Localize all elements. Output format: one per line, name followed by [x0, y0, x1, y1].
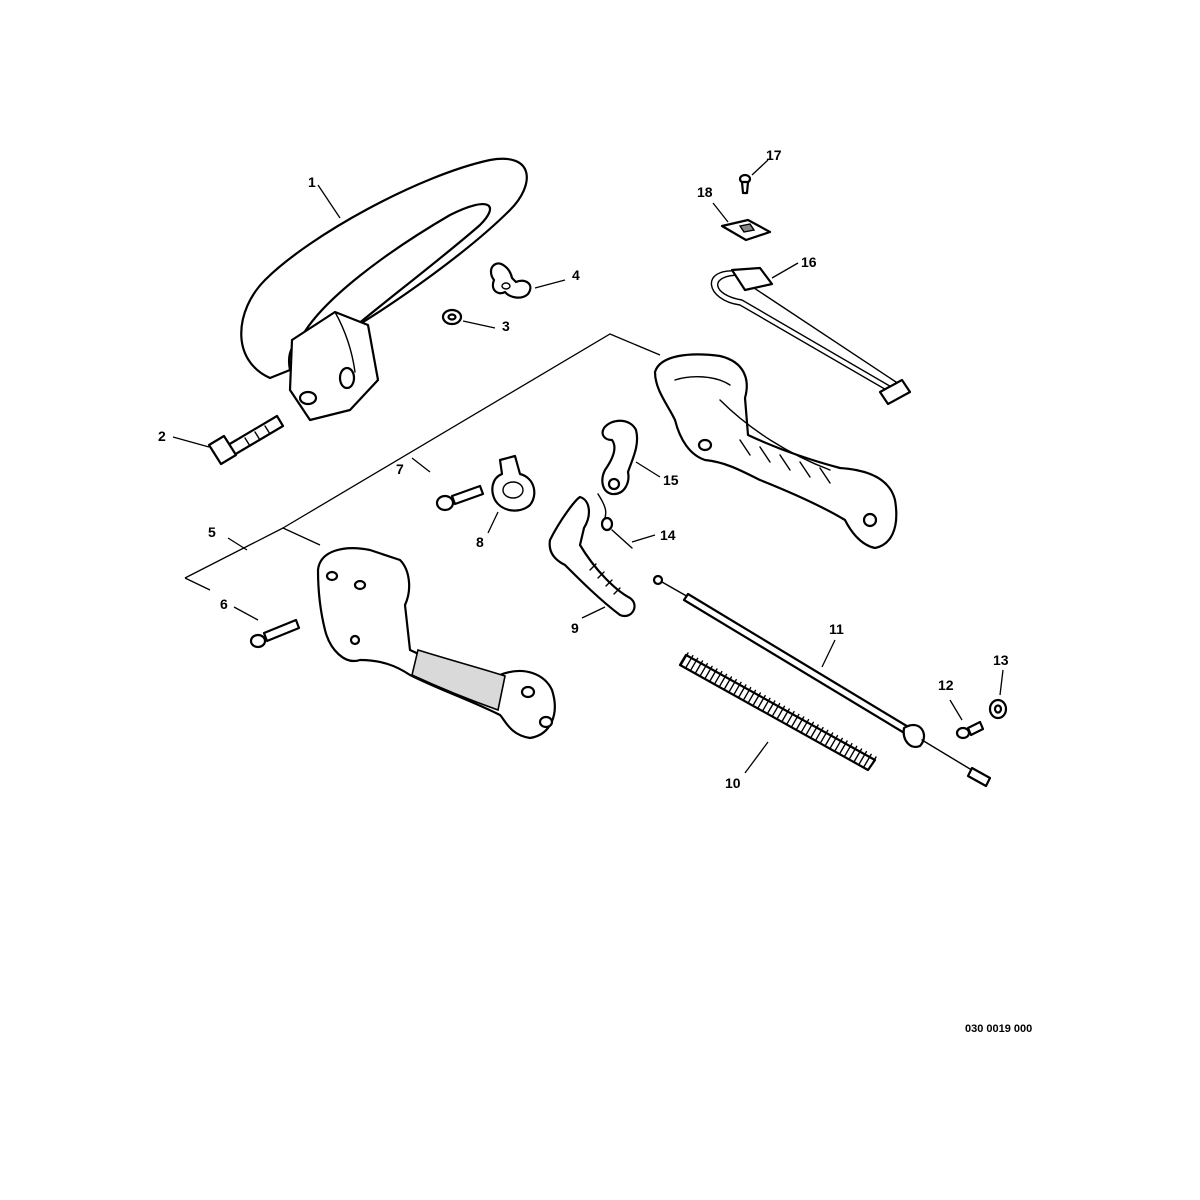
callout-2: 2 [158, 428, 166, 444]
callout-6: 6 [220, 596, 228, 612]
long-screw-illustration [249, 618, 301, 649]
hose-coil-rib [820, 729, 829, 744]
hose-coil-rib [685, 654, 694, 669]
loop-handle-illustration [240, 157, 528, 422]
hose-coil-rib [810, 724, 819, 738]
hose-coil-rib [767, 700, 776, 714]
hose-coil-rib [868, 756, 877, 770]
hose-coil-rib [786, 710, 795, 725]
washer-illustration [441, 308, 463, 326]
callout-5: 5 [208, 524, 216, 540]
hose-coil-rib [714, 670, 723, 685]
hose-coil-rib [781, 708, 790, 722]
callout-labels: 1 2 3 4 5 6 7 8 9 10 11 12 13 14 15 16 1… [158, 147, 1009, 791]
hose-coil-rib [733, 681, 742, 696]
callout-3: 3 [502, 318, 510, 334]
hose-coil-rib [694, 660, 704, 674]
callout-13: 13 [993, 652, 1009, 668]
hose-coil-rib [718, 673, 728, 688]
hose-coil-rib [747, 689, 757, 704]
callout-12: 12 [938, 677, 954, 693]
hose-coil-rib [680, 652, 689, 666]
hose-coil-rib [752, 692, 762, 706]
callout-8: 8 [476, 534, 484, 550]
hose-coil-rib [728, 678, 737, 693]
hose-coil-rib [839, 740, 848, 754]
hose-coil-rib [834, 737, 843, 752]
hose-coil-rib [738, 684, 747, 698]
callout-17: 17 [766, 147, 782, 163]
hose-coil-rib [742, 686, 752, 701]
hose-coil-rib [791, 713, 800, 728]
hose-coil-rib [704, 665, 713, 680]
small-screw-illustration [955, 720, 985, 740]
hose-coil-rib [824, 732, 834, 746]
callout-7: 7 [396, 461, 404, 477]
callout-14: 14 [660, 527, 676, 543]
small-washer-illustration [988, 698, 1008, 720]
spiral-hose-illustration [678, 652, 877, 772]
hose-coil-rib [815, 726, 824, 741]
wing-nut-illustration [489, 262, 532, 299]
hose-coil-rib [853, 748, 863, 762]
hose-coil-rib [762, 697, 771, 712]
hose-coil-rib [844, 742, 853, 757]
tiny-screw-illustration [738, 173, 752, 195]
hose-coil-rib [800, 718, 810, 733]
hose-coil-rib [795, 716, 805, 730]
throttle-trigger-illustration [548, 495, 636, 618]
callout-18: 18 [697, 184, 713, 200]
hose-coil-rib [771, 702, 781, 717]
assembly-bracket-lines [184, 333, 661, 591]
clip-illustration [720, 218, 772, 242]
hose-coil-rib [776, 705, 786, 720]
hose-coil-rib [757, 694, 766, 709]
callout-15: 15 [663, 472, 679, 488]
callout-4: 4 [572, 267, 580, 283]
drawing-code: 030 0019 000 [965, 1023, 1032, 1035]
hose-coil-rib [699, 662, 708, 677]
hose-coil-rib [709, 668, 718, 682]
hose-coil-rib [849, 745, 858, 760]
hose-coil-rib [858, 750, 868, 765]
hose-coil-rib [829, 734, 839, 749]
bolt-illustration [207, 414, 285, 466]
callout-11: 11 [829, 621, 844, 637]
hose-coil-rib [863, 753, 872, 768]
hose-coil-rib [723, 676, 733, 690]
handle-shell-left-illustration [316, 547, 556, 740]
spring-illustration [597, 493, 633, 549]
hose-coil-rib [689, 657, 699, 672]
wiring-harness-illustration [710, 266, 912, 406]
leader-lines [172, 159, 1004, 774]
callout-9: 9 [571, 620, 579, 636]
lock-lever-illustration [601, 419, 639, 496]
callout-16: 16 [801, 254, 817, 270]
callout-10: 10 [725, 775, 741, 791]
callout-1: 1 [308, 174, 316, 190]
handle-shell-right-illustration [653, 353, 898, 550]
clamp-illustration [491, 454, 536, 512]
hose-coil-rib [805, 721, 815, 736]
throttle-cable-illustration [652, 574, 992, 788]
short-screw-illustration [435, 484, 485, 512]
